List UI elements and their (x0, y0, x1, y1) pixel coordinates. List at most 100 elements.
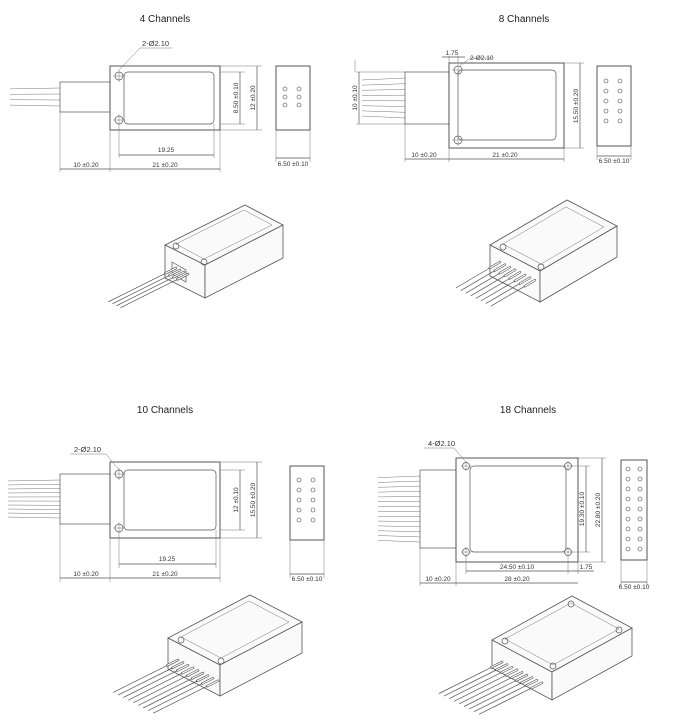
pin-layout (603, 78, 623, 124)
fiber-boot (59, 81, 111, 113)
panel-title: 8 Channels (499, 14, 550, 25)
fiber-lead (7, 483, 61, 486)
isometric-view (113, 594, 303, 714)
isometric-view (438, 595, 633, 715)
side-view (289, 465, 325, 541)
fiber-sleeve-highlight (499, 266, 511, 274)
fiber-lead (153, 685, 208, 714)
pin-hole (282, 102, 288, 108)
dimension-label: 12 ±0.10 (233, 487, 240, 513)
pin-hole (637, 476, 643, 482)
dimension-label: 19.25 (159, 556, 176, 563)
housing-outline (109, 65, 221, 131)
fiber-bundle (377, 475, 421, 543)
side-view (275, 65, 311, 131)
fiber-lead (118, 667, 173, 696)
pin-hole (282, 86, 288, 92)
fiber-lead (470, 275, 505, 297)
fiber-lead (7, 479, 61, 482)
fiber-sleeve-highlight (186, 669, 199, 677)
pin-hole (310, 497, 316, 503)
fiber-lead (7, 512, 61, 515)
pin-hole (625, 466, 631, 472)
fiber-sleeve-highlight (191, 672, 204, 680)
fiber-lead (120, 279, 178, 309)
pin-layout (282, 86, 302, 108)
pin-hole (617, 98, 623, 104)
fiber-sleeve-highlight (166, 659, 179, 667)
fiber-sleeve-highlight (206, 680, 219, 687)
pin-hole (296, 487, 302, 493)
fiber-lead (468, 682, 522, 710)
fiber-lead (113, 665, 168, 693)
panel-title: 10 Channels (137, 405, 193, 416)
dimension-label: 21 ±0.20 (152, 571, 178, 578)
fiber-boot (404, 71, 450, 125)
pin-hole (637, 526, 643, 532)
fiber-lead (361, 105, 406, 107)
fiber-boot (59, 473, 111, 525)
fiber-lead (377, 496, 421, 498)
fiber-lead (377, 530, 421, 533)
pin-hole (617, 88, 623, 94)
pin-layout (625, 466, 643, 552)
fiber-lead (7, 488, 61, 490)
fiber-sleeve-highlight (176, 664, 189, 672)
fiber-sleeve-highlight (504, 269, 516, 277)
dimension-label: 15.50 ±0.20 (573, 88, 580, 123)
fiber-lead (361, 89, 406, 91)
dimension-label: 19.30 ±0.10 (579, 491, 586, 526)
panel-4-channels: 4 Channels 2-Ø2.10 8.50 ±0.10 12 ±0.20 1… (9, 14, 311, 309)
housing-outline (455, 457, 579, 563)
pin-layout (296, 477, 316, 523)
pin-hole (603, 88, 609, 94)
fiber-sleeve-highlight (168, 269, 181, 276)
fiber-sleeve-highlight (514, 274, 526, 282)
hole-callout: 4-Ø2.10 (428, 439, 455, 448)
fiber-lead (465, 272, 500, 294)
fiber-lead (377, 480, 421, 483)
pin-hole (296, 497, 302, 503)
fiber-lead (463, 680, 517, 707)
housing-outline (109, 461, 221, 539)
fiber-lead (361, 115, 406, 119)
dimension-label: 15.50 ±0.20 (250, 482, 257, 517)
pin-hole (296, 507, 302, 513)
fiber-lead (116, 277, 174, 307)
fiber-sleeve-highlight (176, 273, 189, 280)
fiber-lead (377, 485, 421, 488)
fiber-sleeve-highlight (196, 674, 209, 682)
fiber-sleeve-highlight (490, 661, 503, 669)
dimension-label: 10 ±0.20 (425, 576, 451, 583)
fiber-lead (148, 683, 203, 711)
lid-outline (469, 465, 567, 553)
panel-title: 18 Channels (500, 405, 556, 416)
pin-hole (296, 477, 302, 483)
hole-callout: 2-Ø2.10 (74, 445, 101, 454)
panel-title: 4 Channels (140, 14, 191, 25)
pin-hole (296, 517, 302, 523)
fiber-lead (123, 670, 178, 698)
dimension-label: 24.50 ±0.10 (500, 564, 535, 571)
isometric-view (455, 199, 618, 307)
fiber-sleeve-highlight (505, 669, 518, 676)
pin-hole (617, 118, 623, 124)
fiber-sleeve-highlight (515, 674, 528, 682)
fiber-sleeve-highlight (171, 661, 184, 669)
fiber-lead (377, 540, 421, 543)
pin-hole (625, 476, 631, 482)
fiber-lead (377, 475, 421, 478)
fiber-sleeve-highlight (181, 667, 194, 674)
fiber-lead (9, 87, 61, 90)
dimension-label: 6.50 ±0.10 (599, 158, 630, 165)
hole-callout: 2-Ø2.10 (142, 39, 169, 48)
fiber-lead (443, 669, 497, 697)
fiber-lead (455, 267, 490, 289)
pin-hole (625, 516, 631, 522)
dimension-label: 8.50 ±0.10 (233, 82, 240, 113)
mount-hole (113, 522, 125, 534)
fiber-lead (475, 278, 510, 299)
fiber-lead (7, 508, 61, 510)
panel-10-channels: 10 Channels 2-Ø2.10 12 ±0.10 15.50 ±0.20… (7, 405, 325, 714)
